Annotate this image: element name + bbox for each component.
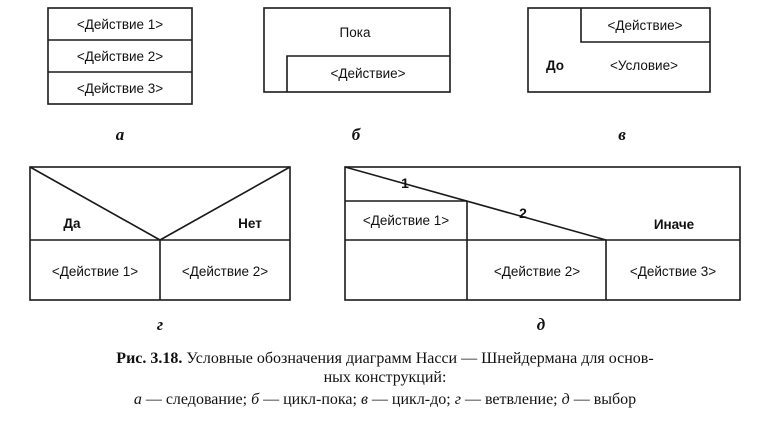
until-condition: <Условие> <box>610 58 678 73</box>
while-frame <box>263 7 451 93</box>
case-action-2: <Действие 2> <box>494 264 580 279</box>
while-condition: Пока <box>340 25 371 40</box>
branch-action-1: <Действие 1> <box>52 264 138 279</box>
label-d: д <box>537 315 546 334</box>
caption-key-g: г <box>455 391 461 408</box>
caption-line-3: а — следование; б — цикл-пока; в — цикл-… <box>134 391 636 408</box>
label-v: в <box>618 125 626 144</box>
case-frame <box>344 166 741 301</box>
caption-item-a: — следование; <box>142 391 251 408</box>
caption-line-1: Рис. 3.18. Условные обозначения диаграмм… <box>116 350 653 367</box>
case-label-1: 1 <box>401 175 409 191</box>
case-action-1: <Действие 1> <box>363 213 449 228</box>
case-label-2: 2 <box>519 205 527 221</box>
caption-key-b: б <box>251 391 260 408</box>
caption-line-2: ных конструкций: <box>324 369 447 386</box>
branch-diagonal-right <box>159 166 291 241</box>
diagram-do-until-loop: <Действие> До <Условие> в <box>527 7 711 144</box>
until-action: <Действие> <box>607 18 682 33</box>
label-a: а <box>116 125 125 144</box>
caption-key-v: в <box>361 391 368 408</box>
branch-no: Нет <box>238 216 262 231</box>
case-diagonal <box>344 166 607 241</box>
branch-yes: Да <box>63 216 81 231</box>
until-body-border <box>580 8 710 43</box>
caption-text-1: Условные обозначения диаграмм Насси — Шн… <box>186 350 653 367</box>
branch-action-2: <Действие 2> <box>182 264 268 279</box>
caption-key-a: а <box>134 391 142 408</box>
diagram-selection: 1 2 Иначе <Действие 1> <Действие 2> <Дей… <box>344 166 741 334</box>
until-keyword: До <box>546 58 564 73</box>
sequence-frame <box>47 7 193 105</box>
branch-diagonal-left <box>29 166 161 241</box>
while-body-border <box>286 55 450 92</box>
case-action-3: <Действие 3> <box>630 264 716 279</box>
diagram-while-loop: Пока <Действие> б <box>263 7 451 144</box>
label-g: г <box>157 315 163 334</box>
caption-item-b: — цикл-пока; <box>259 391 361 408</box>
diagram-sequence: <Действие 1> <Действие 2> <Действие 3> а <box>47 7 193 144</box>
until-frame <box>527 7 711 93</box>
label-b: б <box>352 125 362 144</box>
caption-fig-label: Рис. 3.18. <box>116 350 182 367</box>
sequence-action-2: <Действие 2> <box>77 49 163 64</box>
caption-key-d: д <box>562 391 570 408</box>
diagram-branching: Да Нет <Действие 1> <Действие 2> г <box>29 166 291 334</box>
caption-item-d: — выбор <box>570 391 636 408</box>
case-otherwise: Иначе <box>654 217 695 232</box>
figure-caption: Рис. 3.18. Условные обозначения диаграмм… <box>116 350 653 408</box>
sequence-action-1: <Действие 1> <box>77 17 163 32</box>
caption-item-v: — цикл-до; <box>368 391 455 408</box>
sequence-action-3: <Действие 3> <box>77 81 163 96</box>
caption-item-g: — ветвление; <box>461 391 562 408</box>
while-action: <Действие> <box>330 66 405 81</box>
